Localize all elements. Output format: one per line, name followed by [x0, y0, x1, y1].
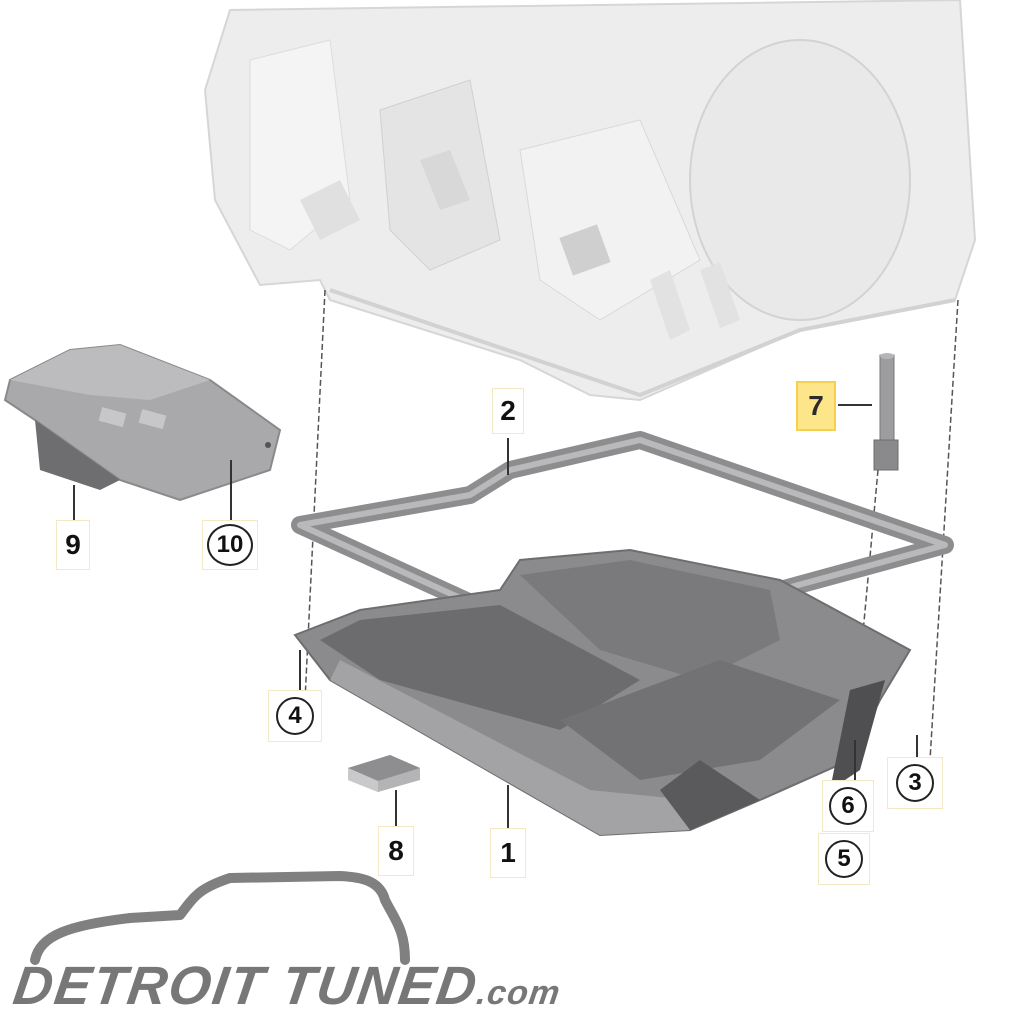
leader-lines — [73, 404, 918, 835]
logo-main-text: DETROIT TUNED — [9, 956, 483, 1016]
callout-label: 7 — [808, 390, 824, 421]
callout-label: 10 — [207, 524, 253, 566]
callout-7[interactable]: 7 — [796, 381, 836, 431]
magnet-part — [348, 755, 420, 792]
callout-label: 5 — [825, 840, 863, 878]
callout-8[interactable]: 8 — [378, 826, 414, 876]
callout-label: 4 — [276, 697, 314, 735]
callout-1[interactable]: 1 — [490, 828, 526, 878]
oil-pan-part — [293, 548, 912, 837]
callout-label: 8 — [388, 835, 404, 866]
logo-wordmark: DETROIT TUNED.com — [10, 955, 566, 1017]
transmission-housing — [203, 0, 977, 402]
callout-4[interactable]: 4 — [268, 690, 322, 742]
logo-car-outline — [30, 871, 410, 965]
callout-label: 3 — [896, 764, 934, 802]
sleeve-bolt-part — [873, 353, 899, 471]
callout-5[interactable]: 5 — [818, 833, 870, 885]
callout-10[interactable]: 10 — [202, 520, 258, 570]
callout-9[interactable]: 9 — [56, 520, 90, 570]
callout-label: 2 — [500, 395, 516, 426]
callout-label: 9 — [65, 529, 81, 560]
callout-label: 6 — [829, 787, 867, 825]
callout-label: 1 — [500, 837, 516, 868]
callout-6[interactable]: 6 — [822, 780, 874, 832]
callout-3[interactable]: 3 — [887, 757, 943, 809]
oil-filter-part — [3, 343, 282, 502]
callout-2[interactable]: 2 — [492, 388, 524, 434]
logo-domain-text: .com — [474, 974, 564, 1012]
